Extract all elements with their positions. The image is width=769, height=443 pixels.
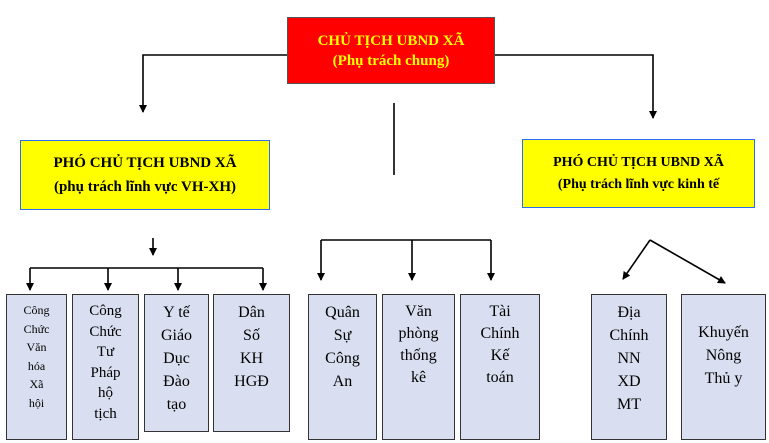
vice-chairman-social-title: PHÓ CHỦ TỊCH UBND XÃ — [53, 155, 237, 171]
vice-chairman-economic-subtitle: (Phụ trách lĩnh vực kinh tế — [557, 176, 720, 192]
dept-military-police: Quân Sự Công An — [308, 294, 377, 440]
dept-agricultural-extension-veterinary: Khuyến Nông Thủ y — [681, 294, 766, 440]
dept-finance-accounting: Tài Chính Kế toán — [460, 294, 540, 440]
chairman-box: CHỦ TỊCH UBND XÃ (Phụ trách chung) — [287, 17, 495, 84]
dept-land-agriculture-construction-environment: Địa Chính NN XD MT — [591, 294, 667, 440]
connector-top-to-left-vice — [139, 54, 287, 113]
vice-chairman-economic-box: PHÓ CHỦ TỊCH UBND XÃ (Phụ trách lĩnh vực… — [522, 139, 755, 208]
vice-chairman-social-box: PHÓ CHỦ TỊCH UBND XÃ (phụ trách lĩnh vực… — [20, 140, 270, 210]
dept-office-statistics: Văn phòng thống kê — [382, 294, 455, 440]
connector-right-group-right — [649, 239, 726, 284]
dept-justice-civil-status: Công Chức Tư Pháp hộ tịch — [72, 294, 139, 440]
vice-chairman-economic-title: PHÓ CHỦ TỊCH UBND XÃ — [553, 154, 724, 170]
chairman-title: CHỦ TỊCH UBND XÃ — [317, 32, 465, 49]
connector-right-group-left — [622, 239, 651, 280]
dept-health-education: Y tế Giáo Dục Đào tạo — [144, 294, 209, 432]
chairman-subtitle: (Phụ trách chung) — [332, 52, 450, 69]
connector-top-to-right-vice — [495, 54, 657, 119]
dept-population-family-planning: Dân Số KH HGĐ — [213, 294, 290, 432]
dept-culture-society: Công Chức Văn hóa Xã hội — [6, 294, 67, 440]
vice-chairman-social-subtitle: (phụ trách lĩnh vực VH-XH) — [53, 179, 237, 195]
